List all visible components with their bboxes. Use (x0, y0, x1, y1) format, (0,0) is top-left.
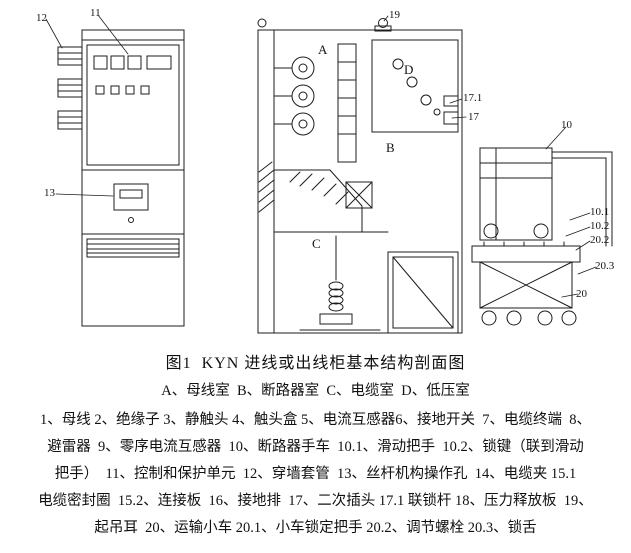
compartment-label-a: A (318, 42, 328, 57)
part-label-12: 12 (36, 12, 47, 24)
part-label-20-3: 20.3 (595, 260, 615, 272)
wall-bushings (57, 46, 83, 130)
part-label-11: 11 (90, 7, 101, 19)
caster-wheels (481, 310, 577, 326)
compartment-legend: A、母线室 B、断路器室 C、电缆室 D、低压室 (161, 383, 470, 399)
breaker-handcart (479, 147, 553, 241)
current-transformer-box (345, 181, 373, 209)
cable-terminal-coil (299, 235, 381, 331)
instrument-panel (93, 55, 172, 95)
technical-drawings: 12 11 13 19 17.1 17 A B C D 10 10.1 10.2… (36, 7, 615, 334)
compartment-label-d: D (404, 62, 414, 77)
part-label-20: 20 (576, 288, 587, 300)
rear-bottom-box (387, 251, 459, 334)
trolley-view-drawing (471, 126, 613, 326)
part-label-17: 17 (468, 111, 479, 123)
figure-caption: 图1 KYN 进线或出线柜基本结构剖面图 (165, 355, 466, 372)
compartment-label-c: C (312, 236, 321, 251)
low-voltage-compartment (371, 39, 459, 133)
legend-line-5: 起吊耳 20、运输小车 20.1、小车锁定把手 20.2、调节螺栓 20.3、锁… (94, 520, 537, 536)
breaker-truck-frame (337, 43, 357, 163)
part-label-17-1: 17.1 (463, 92, 483, 104)
part-label-10-1: 10.1 (590, 206, 610, 218)
front-view-drawing (45, 14, 185, 327)
secondary-plug-and-interlock (443, 95, 459, 125)
part-label-20-2: 20.2 (590, 234, 610, 246)
vent-louvers (86, 238, 180, 258)
part-label-13: 13 (44, 187, 55, 199)
screw-mechanism-hole (113, 183, 149, 223)
compartment-label-b: B (386, 140, 395, 155)
lifting-lug (257, 18, 392, 32)
busbar-insulators (273, 56, 315, 136)
parts-legend: 1、母线 2、绝缘子 3、静触头 4、触头盒 5、电流互感器6、接地开关 7、电… (0, 407, 631, 542)
legend-line-1: 1、母线 2、绝缘子 3、静触头 4、触头盒 5、电流互感器6、接地开关 7、电… (40, 412, 591, 428)
part-label-19: 19 (389, 9, 400, 21)
legend-line-3: 把手） 11、控制和保护单元 12、穿墙套管 13、丝杆机构操作孔 14、电缆夹… (54, 466, 577, 482)
front-door-panel (86, 44, 180, 166)
front-view-leader-lines (45, 14, 129, 197)
part-label-10-2: 10.2 (590, 220, 610, 232)
part-label-10: 10 (561, 119, 572, 131)
section-view-leader-lines (383, 15, 467, 119)
section-view-drawing (257, 15, 467, 334)
legend-line-4: 电缆密封圈 15.2、连接板 16、接地排 17、二次插头 17.1 联锁杆 1… (38, 493, 593, 509)
cabinet-drawings-svg (45, 14, 613, 334)
transport-trolley (471, 241, 581, 309)
trolley-leader-lines (545, 126, 597, 298)
legend-line-2: 避雷器 9、零序电流互感器 10、断路器手车 10.1、滑动把手 10.2、锁键… (47, 439, 584, 455)
sliding-handle-arm (551, 151, 613, 247)
